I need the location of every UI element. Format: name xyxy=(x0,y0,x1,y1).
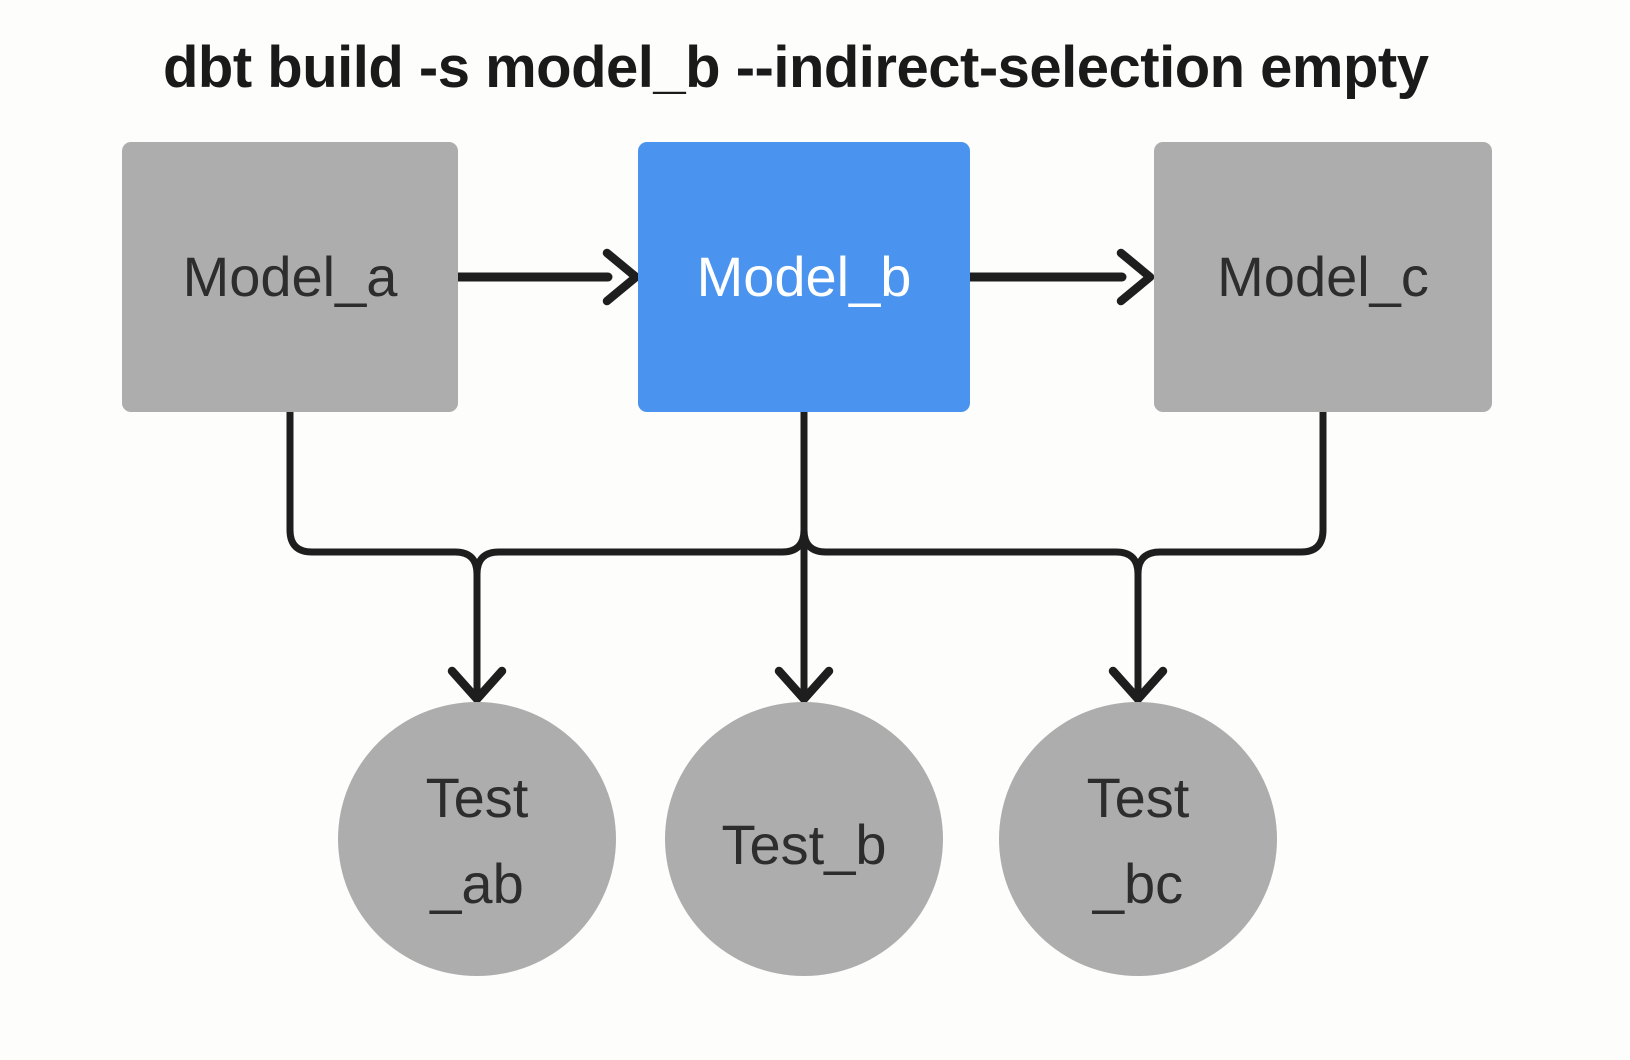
test-b-node: Test_b xyxy=(665,702,943,976)
model-a-box xyxy=(122,142,458,412)
diagram-title: dbt build -s model_b --indirect-selectio… xyxy=(163,35,1429,100)
model-a-label: Model_a xyxy=(183,245,399,308)
model-b-box xyxy=(638,142,970,412)
test-edge-group xyxy=(286,408,1327,704)
test-b-arrowhead-icon xyxy=(774,666,834,704)
test-bc-circle xyxy=(999,702,1277,976)
model-c-box xyxy=(1154,142,1492,412)
model-c-label: Model_c xyxy=(1217,245,1429,308)
model-a-node: Model_a xyxy=(122,142,458,412)
test-ab-arrowhead-icon xyxy=(447,666,507,704)
test-ab-node: Test _ab xyxy=(338,702,616,976)
test-bc-node: Test _bc xyxy=(999,702,1277,976)
test-ab-label-line2: _ab xyxy=(429,852,523,915)
model-c-node: Model_c xyxy=(1154,142,1492,412)
test-bc-label-line1: Test xyxy=(1087,766,1190,829)
test-b-circle xyxy=(665,702,943,976)
model-b-node: Model_b xyxy=(638,142,970,412)
model-edge-group xyxy=(451,248,1155,306)
test-ab-label-line1: Test xyxy=(426,766,529,829)
edge-model-c-to-test-bc xyxy=(1134,408,1327,701)
test-b-label-line1: Test_b xyxy=(722,813,887,876)
test-ab-circle xyxy=(338,702,616,976)
model-b-label: Model_b xyxy=(697,245,912,308)
test-bc-arrowhead-icon xyxy=(1108,666,1168,704)
model-c-arrowhead-icon xyxy=(1116,248,1155,306)
model-b-arrowhead-icon xyxy=(602,248,641,306)
test-bc-label-line2: _bc xyxy=(1092,852,1183,915)
